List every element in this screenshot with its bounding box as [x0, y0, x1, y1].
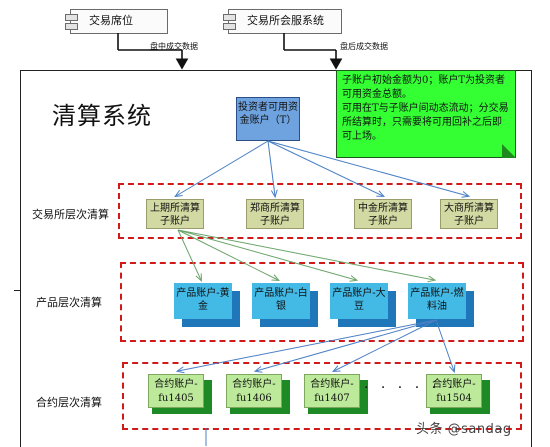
contract-account: 合约账户-fu1405 — [148, 374, 204, 408]
exchange-account: 郑商所清算子账户 — [246, 199, 304, 229]
note-box: 子账户初始金额为0；账户T为投资者可用资金总额。 可用在T与子账户间动态流动；分… — [336, 70, 516, 158]
product-layer — [120, 262, 524, 342]
clearing-system-frame — [20, 70, 532, 447]
intraday-data-label: 盘中成交数据 — [150, 42, 198, 51]
contract-account: 合约账户-fu1406 — [226, 374, 282, 408]
exchange-account: 上期所清算子账户 — [146, 199, 204, 229]
exchange-member-system-box: 交易所会服系统 — [223, 9, 342, 34]
product-layer-label: 产品层次清算 — [36, 296, 102, 309]
contract-layer — [122, 362, 522, 430]
ellipsis: · · · · · · — [364, 380, 457, 396]
watermark: 头条 @sandag — [416, 422, 512, 437]
frame-tick — [14, 290, 20, 291]
contract-account: 合约账户-fu1407 — [304, 374, 360, 408]
product-to-contract-arrow — [178, 319, 454, 371]
investor-arrow — [176, 140, 468, 196]
product-account: 产品账户-白银 — [252, 283, 310, 319]
clearing-system-title: 清算系统 — [52, 102, 152, 130]
contract-account: 合约账户-fu1504 — [426, 374, 482, 408]
exchange-account: 中金所清算子账户 — [354, 199, 412, 229]
product-account: 产品账户-黄金 — [174, 283, 232, 319]
component-tab-icon — [223, 23, 236, 30]
investor-account: 投资者可用资金账户（T） — [236, 97, 300, 141]
exchange-member-system-label: 交易所会服系统 — [247, 14, 324, 27]
component-tab-icon — [223, 14, 236, 21]
contract-layer-label: 合约层次清算 — [36, 396, 102, 409]
trading-seat-box: 交易席位 — [65, 9, 168, 34]
product-account: 产品账户-大豆 — [330, 283, 388, 319]
product-account: 产品账户-燃料油 — [408, 283, 466, 319]
component-tab-icon — [65, 23, 78, 30]
note-fold-icon — [502, 144, 516, 158]
exchange-layer-label: 交易所层次清算 — [32, 208, 109, 221]
exchange-to-product-arrow — [177, 229, 434, 280]
exchange-layer — [118, 183, 522, 239]
note-line-1: 子账户初始金额为0；账户T为投资者可用资金总额。 — [342, 75, 506, 100]
top-arrow — [117, 33, 343, 70]
note-line-2: 可用在T与子账户间动态流动；分交易所结算时，只需要将可用回补之后即可上场。 — [342, 103, 509, 142]
exchange-account: 大商所清算子账户 — [440, 199, 498, 229]
component-tab-icon — [65, 14, 78, 21]
post-market-data-label: 盘后成交数据 — [340, 42, 388, 51]
trading-seat-label: 交易席位 — [89, 14, 133, 27]
